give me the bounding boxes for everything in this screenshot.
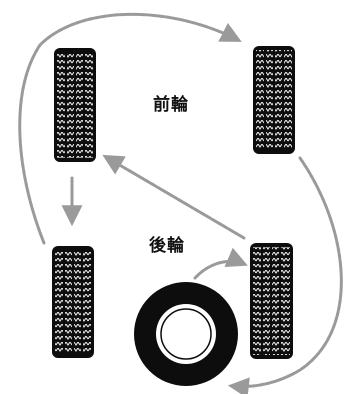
tire-spare: [134, 282, 238, 386]
arrow-spare-to-rear-right: [193, 247, 248, 280]
rotation-arrows: [18, 12, 343, 394]
arrow-rear-right-to-front-left: [102, 154, 246, 240]
arrow-rear-left-to-front-right: [18, 12, 242, 245]
tire-front-left: [54, 48, 96, 162]
arrow-front-right-to-spare: [227, 156, 343, 394]
tire-rear-left: [52, 246, 94, 358]
tire-front-right: [253, 46, 295, 154]
front-wheel-label: 前輪: [153, 95, 189, 115]
tire-rear-right: [250, 243, 293, 359]
rear-wheel-label: 後輪: [149, 236, 185, 256]
